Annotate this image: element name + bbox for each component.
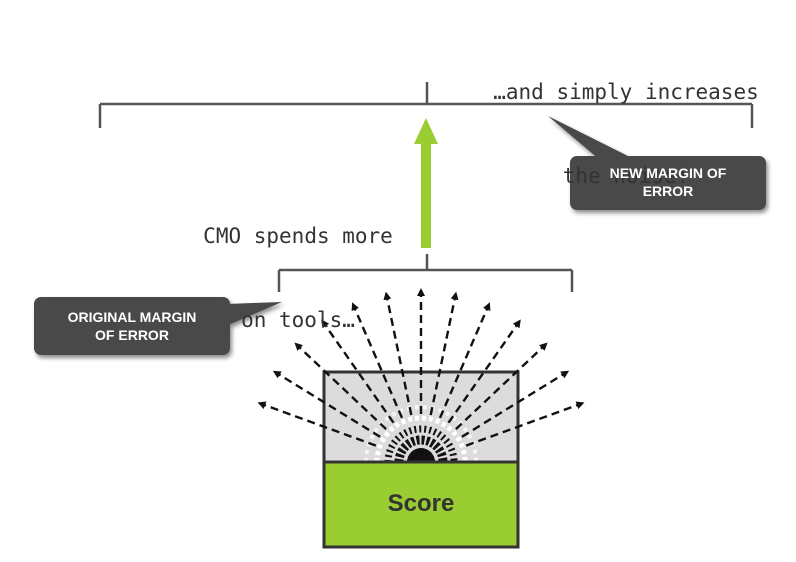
original-margin-bracket	[277, 254, 574, 292]
noise-arrows	[257, 288, 585, 447]
noise-arrow	[447, 319, 521, 424]
gauge-core	[407, 448, 435, 462]
new-margin-label-line1: NEW MARGIN OF	[609, 165, 727, 181]
noise-arrow	[465, 401, 585, 447]
new-margin-label-line2: ERROR	[642, 183, 694, 199]
original-margin-label: ORIGINAL MARGIN OF ERROR	[34, 308, 230, 344]
noise-arrow	[461, 370, 570, 438]
score-box	[322, 460, 520, 549]
noise-arrow	[272, 370, 381, 438]
noise-arrow	[455, 342, 548, 430]
top-caption: …and simply increases the noise!	[456, 22, 796, 218]
noise-arrow	[438, 302, 491, 419]
noise-arrow	[321, 319, 395, 424]
original-margin-label-line2: OF ERROR	[95, 327, 169, 343]
middle-caption: CMO spends more on tools…	[178, 166, 418, 362]
top-caption-line2: the noise!	[562, 164, 690, 188]
middle-caption-line2: on tools…	[241, 308, 355, 332]
noise-arrow	[351, 302, 404, 419]
increase-arrow	[414, 118, 438, 248]
new-margin-bracket	[98, 82, 754, 128]
gauge-arc	[384, 425, 458, 463]
noise-arrow	[257, 401, 377, 447]
noise-arrow	[383, 291, 413, 416]
new-margin-label: NEW MARGIN OF ERROR	[570, 164, 766, 200]
original-margin-callout	[34, 297, 282, 355]
score-label: Score	[387, 490, 455, 517]
noise-arrow	[294, 342, 387, 430]
original-margin-label-line1: ORIGINAL MARGIN	[67, 309, 197, 325]
middle-caption-line1: CMO spends more	[203, 224, 393, 248]
new-margin-callout	[548, 116, 766, 210]
gauge-arc	[364, 405, 478, 463]
top-caption-line1: …and simply increases	[493, 80, 759, 104]
noise-arrow	[429, 291, 459, 416]
gauge-meter	[364, 405, 478, 463]
